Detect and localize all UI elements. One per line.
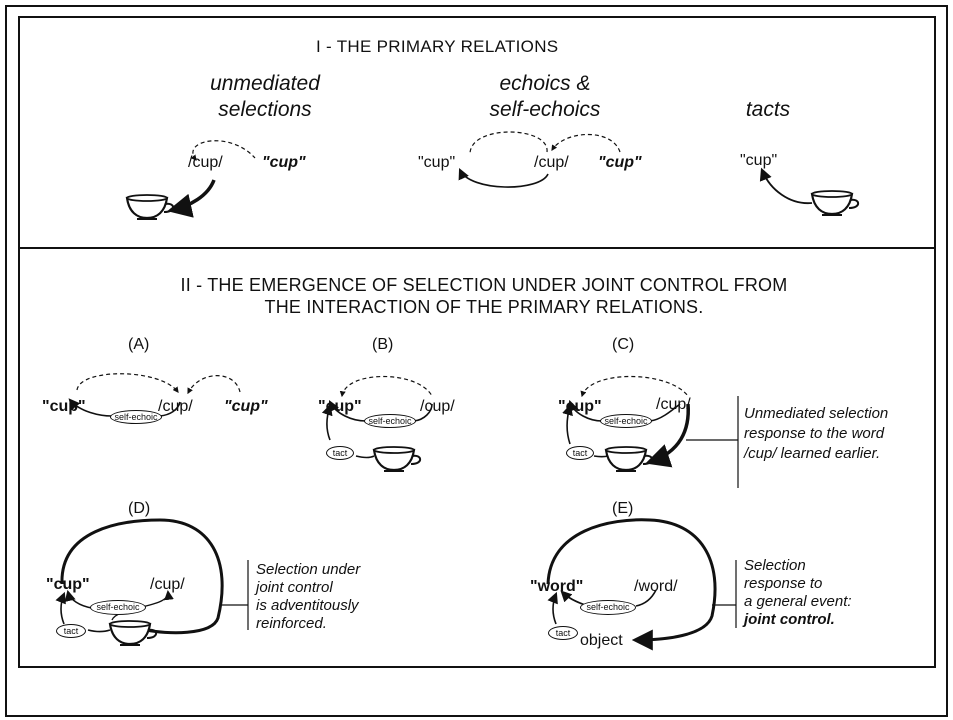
cup-icon (125, 193, 175, 221)
self-echoic-oval: self-echoic (364, 414, 416, 428)
word-cup-spoken: "cup" (224, 398, 268, 415)
word-cup-heard: /cup/ (150, 576, 185, 593)
cup-icon (108, 619, 158, 647)
col-unmediated-title-2: selections (218, 98, 312, 121)
label-B: (B) (372, 336, 394, 353)
dashed-arrow (190, 140, 256, 161)
word-cup-spoken: "cup" (740, 152, 778, 169)
tact-oval: tact (56, 624, 86, 638)
tact-arrow (55, 591, 66, 625)
panel-2-title-2: THE INTERACTION OF THE PRIMARY RELATIONS… (264, 297, 704, 317)
label-E: (E) (612, 500, 634, 517)
object-label: object (580, 632, 623, 649)
panels-frame (18, 16, 936, 668)
note-C-line-2: response to the word (744, 425, 885, 442)
label-A: (A) (128, 336, 150, 353)
figure-outer-border (5, 5, 948, 717)
note-D-line-4: reinforced. (256, 615, 327, 632)
col-echoics-title-2: self-echoics (489, 98, 601, 121)
note-E-line-1: Selection (744, 557, 806, 574)
word-cup-heard: /cup/ (158, 398, 193, 415)
word-cup-spoken: "cup" (318, 398, 362, 415)
joint-control-loop (546, 518, 717, 651)
dashed-arrow (339, 375, 433, 398)
selection-arrow (167, 179, 216, 218)
selection-arrow (645, 403, 690, 468)
dashed-arrow (551, 133, 621, 153)
dashed-arrow (76, 373, 179, 393)
dashed-arrow (580, 375, 689, 398)
word-cup-spoken: "cup" (418, 154, 456, 171)
echoic-arrow (635, 589, 657, 607)
note-E-line-2: response to (744, 575, 823, 592)
joint-control-loop (60, 518, 224, 635)
col-tacts-title: tacts (745, 98, 791, 121)
tact-oval: tact (326, 446, 354, 460)
dashed-arrow (469, 131, 548, 155)
word-cup-heard: /cup/ (188, 154, 223, 171)
tact-line (87, 629, 111, 633)
self-echoic-oval: self-echoic (110, 410, 162, 424)
tact-line (355, 455, 375, 459)
echoic-arrow (68, 398, 113, 417)
self-echoic-oval: self-echoic (580, 600, 636, 615)
tact-arrow (562, 403, 573, 445)
echoic-arrow (64, 589, 93, 609)
word-cup-spoken: "cup" (262, 154, 306, 171)
echoic-arrow (458, 167, 549, 188)
cup-icon (810, 189, 860, 217)
panel-2-title-1: II - THE EMERGENCE OF SELECTION UNDER JO… (180, 275, 788, 295)
note-E-line-3: a general event: (744, 593, 852, 610)
cup-icon (604, 445, 654, 473)
col-echoics-title-1: echoics & (499, 72, 591, 95)
word-cup-spoken: "cup" (598, 154, 642, 171)
note-D-line-1: Selection under (256, 561, 361, 578)
word-word-spoken: "word" (530, 578, 584, 595)
note-D-line-2: joint control (256, 579, 333, 596)
tact-arrow (759, 167, 813, 204)
label-C: (C) (612, 336, 635, 353)
echoic-arrow (159, 401, 181, 417)
col-unmediated-title-1: unmediated (210, 72, 320, 95)
note-D-line-3: is adventitously (256, 597, 359, 614)
self-echoic-oval: self-echoic (90, 600, 146, 615)
word-word-heard: /word/ (634, 578, 678, 595)
note-C-line-3: /cup/ learned earlier. (744, 445, 881, 462)
tact-arrow (547, 591, 558, 625)
word-cup-spoken: "cup" (46, 576, 90, 593)
word-cup-spoken: "cup" (558, 398, 602, 415)
word-cup-spoken: "cup" (42, 398, 86, 415)
echoic-arrow (413, 403, 433, 422)
tact-line (593, 455, 609, 458)
note-C-line-1: Unmediated selection (744, 405, 889, 422)
panel-1-title: I - THE PRIMARY RELATIONS (316, 37, 559, 56)
tact-oval: tact (566, 446, 594, 460)
panel-divider (18, 247, 936, 249)
label-D: (D) (128, 500, 151, 517)
tact-arrow (321, 403, 333, 441)
word-cup-heard: /cup/ (534, 154, 569, 171)
tact-oval: tact (548, 626, 578, 640)
cup-icon (372, 445, 422, 473)
word-cup-heard: /cup/ (656, 396, 691, 413)
dashed-arrow (187, 375, 241, 395)
note-E-line-4: joint control. (744, 611, 835, 628)
echoic-arrow (649, 403, 681, 422)
self-echoic-oval: self-echoic (600, 414, 652, 428)
word-cup-heard: /cup/ (420, 398, 455, 415)
